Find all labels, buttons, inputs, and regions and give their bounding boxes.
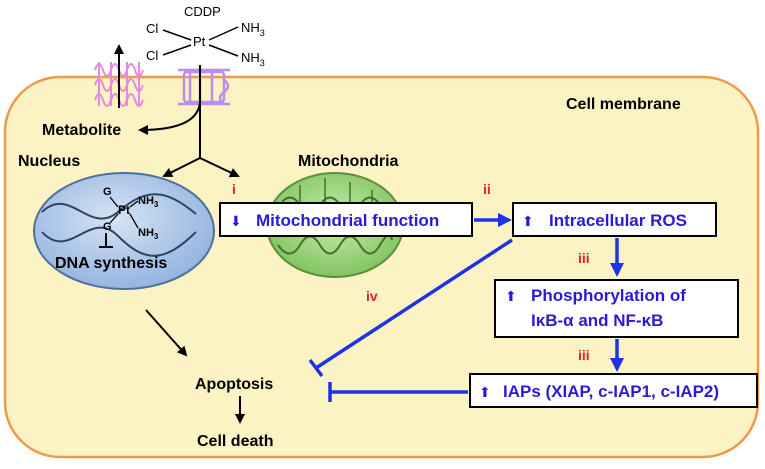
- nh3-bottom: NH3: [241, 50, 265, 68]
- cddp-label: CDDP: [184, 4, 221, 19]
- phosphorylation-box: ⬆ Phosphorylation of IκB-α and NF-κB: [494, 279, 739, 338]
- phospho-line1: Phosphorylation of: [531, 286, 686, 305]
- iaps-up-arrow: ⬆: [479, 384, 491, 400]
- cell-body: [3, 75, 760, 459]
- phospho-up-arrow: ⬆: [505, 288, 517, 304]
- cell-death-label: Cell death: [197, 433, 273, 450]
- mitochondria-label: Mitochondria: [298, 153, 399, 170]
- g-top: G: [103, 186, 112, 198]
- g-bottom: G: [103, 221, 112, 233]
- split-to-mito: [199, 157, 240, 178]
- split-to-nucleus: [162, 157, 201, 177]
- mito-function-text: Mitochondrial function: [256, 211, 439, 230]
- iaps-text: IAPs (XIAP, c-IAP1, c-IAP2): [503, 382, 719, 401]
- step-i: i: [232, 181, 236, 197]
- adduct-pt: Pt: [118, 203, 130, 217]
- ros-text: Intracellular ROS: [549, 211, 687, 230]
- metabolite-label: Metabolite: [42, 122, 121, 139]
- cell-membrane-label: Cell membrane: [566, 96, 681, 113]
- iaps-box: ⬆ IAPs (XIAP, c-IAP1, c-IAP2): [469, 373, 758, 408]
- phospho-line2: IκB-α and NF-κB: [531, 311, 663, 330]
- apoptosis-label: Apoptosis: [195, 376, 273, 393]
- nucleus: G G Pt NH3 NH3 DNA synthesis: [33, 172, 215, 290]
- nh3-top: NH3: [241, 20, 265, 38]
- step-iv: iv: [366, 288, 378, 304]
- nucleus-label: Nucleus: [18, 153, 80, 170]
- adduct-nh3-top: NH3: [138, 195, 159, 209]
- arrow-nucleus-to-apoptosis: [145, 309, 188, 357]
- pt-center: Pt: [193, 34, 206, 49]
- step-iii-2: iii: [578, 347, 590, 363]
- step-ii: ii: [483, 181, 491, 197]
- intracellular-ros-box: ⬆ Intracellular ROS: [512, 202, 717, 237]
- adduct-nh3-bottom: NH3: [138, 227, 159, 241]
- mito-down-arrow: ⬇: [230, 213, 242, 229]
- cl-bottom: Cl: [146, 48, 158, 63]
- step-iii-1: iii: [578, 250, 590, 266]
- metabolite-arrow: [138, 99, 201, 135]
- cl-top: Cl: [146, 21, 158, 36]
- inhibit-ros-apoptosis: [315, 238, 513, 370]
- mitochondrial-function-box: ⬇ Mitochondrial function: [219, 202, 473, 237]
- cisplatin-structure: CDDP Cl Cl Pt NH3 NH3: [146, 4, 265, 68]
- ros-up-arrow: ⬆: [522, 213, 534, 229]
- dna-synthesis-label: DNA synthesis: [55, 255, 167, 272]
